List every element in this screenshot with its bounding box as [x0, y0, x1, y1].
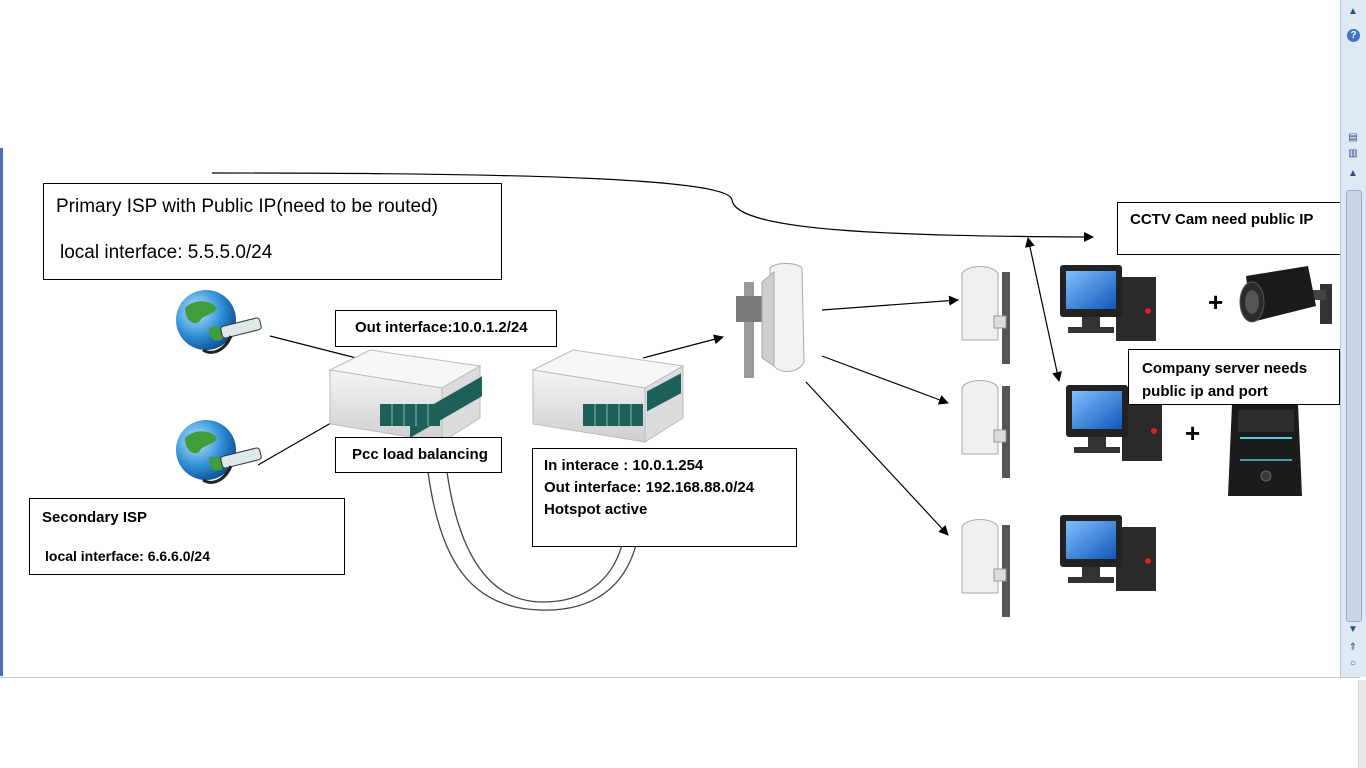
secondary-isp-interface: local interface: 6.6.6.0/24 — [45, 548, 210, 564]
router2-out-interface-label: Out interface: 192.168.88.0/24 — [544, 479, 755, 496]
link-cpe-1 — [821, 295, 959, 311]
plus-sign: + — [1208, 287, 1224, 317]
server-note-box: Company server needs public ip and port — [1128, 349, 1340, 405]
router2-hotspot-label: Hotspot active — [544, 501, 648, 518]
server-tower-icon — [1228, 404, 1302, 496]
router1-out-interface-box: Out interface:10.0.1.2/24 — [335, 310, 557, 347]
globe-icon — [176, 420, 262, 484]
router2-in-interface-label: In interace : 10.0.1.254 — [544, 457, 704, 474]
desktop-computer-icon — [1060, 265, 1156, 341]
router-icon — [531, 349, 685, 443]
router2-info-box: In interace : 10.0.1.254 Out interface: … — [532, 448, 797, 547]
router2-antenna-link — [642, 334, 724, 359]
router-cable-loop — [427, 471, 637, 611]
sector-antenna-icon — [736, 263, 805, 378]
desktop-computer-icon — [1060, 515, 1156, 591]
server-note-label: Company server needs public ip and port — [1142, 360, 1308, 400]
cctv-camera-icon — [1239, 266, 1332, 324]
scrollbar-thumb[interactable] — [1346, 190, 1362, 622]
browse-object-icon[interactable]: ○ — [1349, 658, 1357, 669]
scroll-up-arrow-icon[interactable]: ▲ — [1348, 168, 1358, 179]
ruler-icon[interactable]: ▤ — [1348, 132, 1358, 143]
primary-isp-interface: local interface: 5.5.5.0/24 — [60, 242, 273, 263]
cpe-antenna-icon — [961, 266, 1010, 364]
primary-isp-title: Primary ISP with Public IP(need to be ro… — [56, 196, 438, 217]
cctv-note-label: CCTV Cam need public IP — [1130, 211, 1314, 228]
cctv-server-link — [1025, 237, 1062, 382]
link-cpe-3 — [805, 381, 949, 536]
router-icon — [328, 349, 482, 443]
desktop-computer-icon — [1066, 385, 1162, 461]
split-view-icon[interactable]: ▥ — [1348, 148, 1358, 159]
cpe-antenna-icon — [961, 519, 1010, 617]
cpe-antenna-icon — [961, 380, 1010, 478]
cctv-note-box: CCTV Cam need public IP — [1117, 202, 1341, 255]
globe-icon — [176, 290, 262, 354]
help-icon[interactable]: ? — [1347, 29, 1360, 42]
document-left-edge — [0, 148, 3, 676]
public-route-curve — [211, 172, 1094, 242]
vertical-scrollbar[interactable]: ▲ ▤ ▥ ▲ ▼ ⇑ ○ — [1340, 0, 1366, 677]
pcc-load-balancing-label: Pcc load balancing — [352, 446, 488, 463]
secondary-isp-box: Secondary ISP local interface: 6.6.6.0/2… — [29, 498, 345, 575]
primary-isp-box: Primary ISP with Public IP(need to be ro… — [43, 183, 502, 280]
router1-out-interface-label: Out interface:10.0.1.2/24 — [355, 319, 528, 336]
pcc-load-balancing-box: Pcc load balancing — [335, 437, 502, 473]
previous-page-icon[interactable]: ⇑ — [1348, 642, 1358, 653]
scroll-up-icon[interactable]: ▲ — [1348, 6, 1358, 17]
window-corner — [1358, 680, 1366, 768]
page-bottom-rule — [0, 677, 1360, 678]
link-cpe-2 — [821, 355, 949, 405]
secondary-isp-title: Secondary ISP — [42, 509, 148, 526]
scroll-down-arrow-icon[interactable]: ▼ — [1348, 624, 1358, 635]
plus-sign: + — [1185, 418, 1201, 448]
